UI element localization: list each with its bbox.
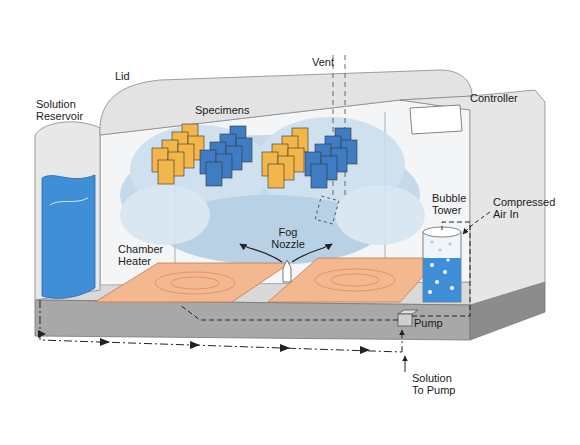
vent-pipe-part <box>345 55 346 198</box>
plumbing-lines-part <box>463 212 490 234</box>
bubble-tower-part <box>423 258 461 302</box>
salt-fog <box>120 117 425 265</box>
flow-arrowheads-part <box>360 346 370 354</box>
flow-arrowheads-part <box>38 330 46 338</box>
fog-nozzle-part <box>283 260 291 282</box>
vent-pipe-part <box>315 196 339 224</box>
part-label: Specimens <box>195 104 265 116</box>
salt-fog-part <box>120 185 210 245</box>
plumbing-lines-part <box>412 222 470 316</box>
bubble-tower-part <box>423 232 461 302</box>
chamber-heater-part <box>268 258 440 302</box>
part-label: Lid <box>115 70 155 82</box>
pump-part <box>398 310 418 314</box>
part-label: Compressed Air In <box>493 196 565 220</box>
bubble-tower <box>423 227 461 302</box>
part-label: Solution To Pump <box>412 372 462 396</box>
chamber-heater-part <box>315 269 395 291</box>
part-label: Vent <box>312 56 352 68</box>
flow-arrowheads <box>38 330 370 354</box>
specimen-panels-part <box>206 162 222 186</box>
plumbing-lines-part <box>180 305 398 320</box>
reservoir-housing-part <box>42 175 95 298</box>
flow-arrowheads-part <box>280 344 290 352</box>
bubble-tower-part <box>443 270 447 274</box>
specimen-panels <box>152 124 357 188</box>
controller-housing-part <box>410 105 462 134</box>
pump-part <box>398 314 412 326</box>
salt-fog-part <box>335 185 425 245</box>
bubble-tower-part <box>430 240 433 243</box>
specimen-panels-part <box>311 164 327 188</box>
specimen-panels-part <box>158 160 174 184</box>
bubble-tower-part <box>430 263 434 267</box>
plumbing-lines <box>40 212 490 372</box>
part-label: Controller <box>470 92 540 104</box>
bubble-tower-part <box>450 286 454 290</box>
plumbing-lines-part <box>40 300 402 352</box>
part-label: Solution Reservoir <box>36 98 94 122</box>
part-label: Pump <box>414 317 454 329</box>
bubble-tower-part <box>446 258 449 261</box>
plumbing-lines-part <box>405 356 406 372</box>
bubble-tower-part <box>435 280 439 284</box>
chamber-heater-part <box>331 274 379 286</box>
chamber-heater-part <box>171 277 219 289</box>
part-label: Fog Nozzle <box>266 226 310 250</box>
bubble-tower-part <box>448 242 451 245</box>
flow-arrowheads-part <box>100 338 110 346</box>
bubble-tower-part <box>428 290 432 294</box>
cabinet-base-part <box>35 300 470 340</box>
specimen-panels-part <box>268 164 284 188</box>
chamber-heater-part <box>155 272 235 294</box>
reservoir-housing-part <box>50 198 88 205</box>
reservoir-housing-part <box>35 122 100 300</box>
chamber-heater-part <box>95 263 290 302</box>
part-label: Bubble Tower <box>432 192 478 216</box>
reservoir-housing <box>35 122 100 300</box>
part-label: Chamber Heater <box>118 243 173 267</box>
bubble-tower-part <box>438 248 441 251</box>
vent-pipe <box>315 55 345 224</box>
flow-arrowheads-part <box>190 341 200 349</box>
